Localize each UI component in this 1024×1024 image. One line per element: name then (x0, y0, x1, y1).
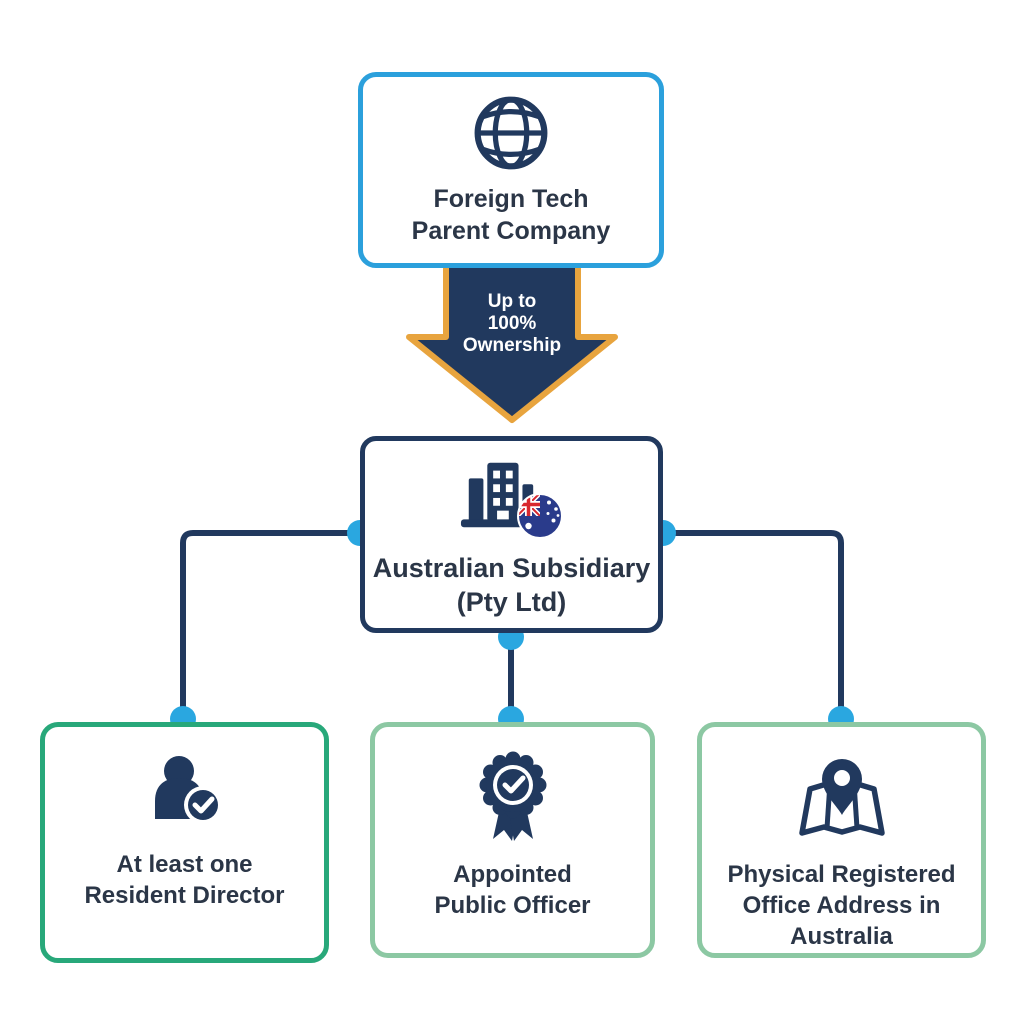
label-line: At least one (116, 851, 253, 878)
label-line: Office Address in (742, 892, 941, 919)
label-line: Ownership (462, 335, 562, 356)
label-line: Appointed (453, 861, 572, 888)
node-title: Australian Subsidiary (Pty Ltd) (373, 551, 651, 619)
label-line: Physical Registered (727, 861, 956, 888)
label-line: Foreign Tech (433, 185, 589, 213)
down-arrow-icon (406, 256, 618, 423)
label-line: Resident Director (84, 882, 285, 909)
connector-left (180, 530, 361, 719)
label-line: Parent Company (411, 217, 611, 245)
connector-right (660, 530, 844, 719)
label-line: Public Officer (434, 892, 591, 919)
node-title: Appointed Public Officer (434, 859, 590, 921)
node-title: Physical Registered Office Address in Au… (727, 859, 955, 952)
node-title: At least one Resident Director (84, 849, 284, 911)
ownership-arrow-label: Up to 100% Ownership (412, 291, 612, 357)
label-line: (Pty Ltd) (456, 587, 567, 617)
node-registered-office: Physical Registered Office Address in Au… (697, 722, 986, 958)
node-australian-subsidiary: Australian Subsidiary (Pty Ltd) (360, 436, 663, 633)
node-foreign-parent: Foreign Tech Parent Company (358, 72, 664, 268)
node-title: Foreign Tech Parent Company (412, 183, 611, 247)
node-resident-director: At least one Resident Director (40, 722, 329, 963)
badge-check-icon (479, 751, 546, 841)
label-line: Australian Subsidiary (372, 553, 651, 583)
map-pin-icon (798, 759, 885, 836)
person-check-icon (154, 756, 222, 824)
label-line: Australia (790, 923, 893, 950)
australia-flag-icon (516, 493, 563, 539)
node-public-officer: Appointed Public Officer (370, 722, 655, 958)
label-line: Up to (487, 291, 537, 312)
globe-icon (474, 96, 548, 170)
subsidiary-icon (453, 453, 571, 547)
label-line: 100% (487, 313, 537, 334)
